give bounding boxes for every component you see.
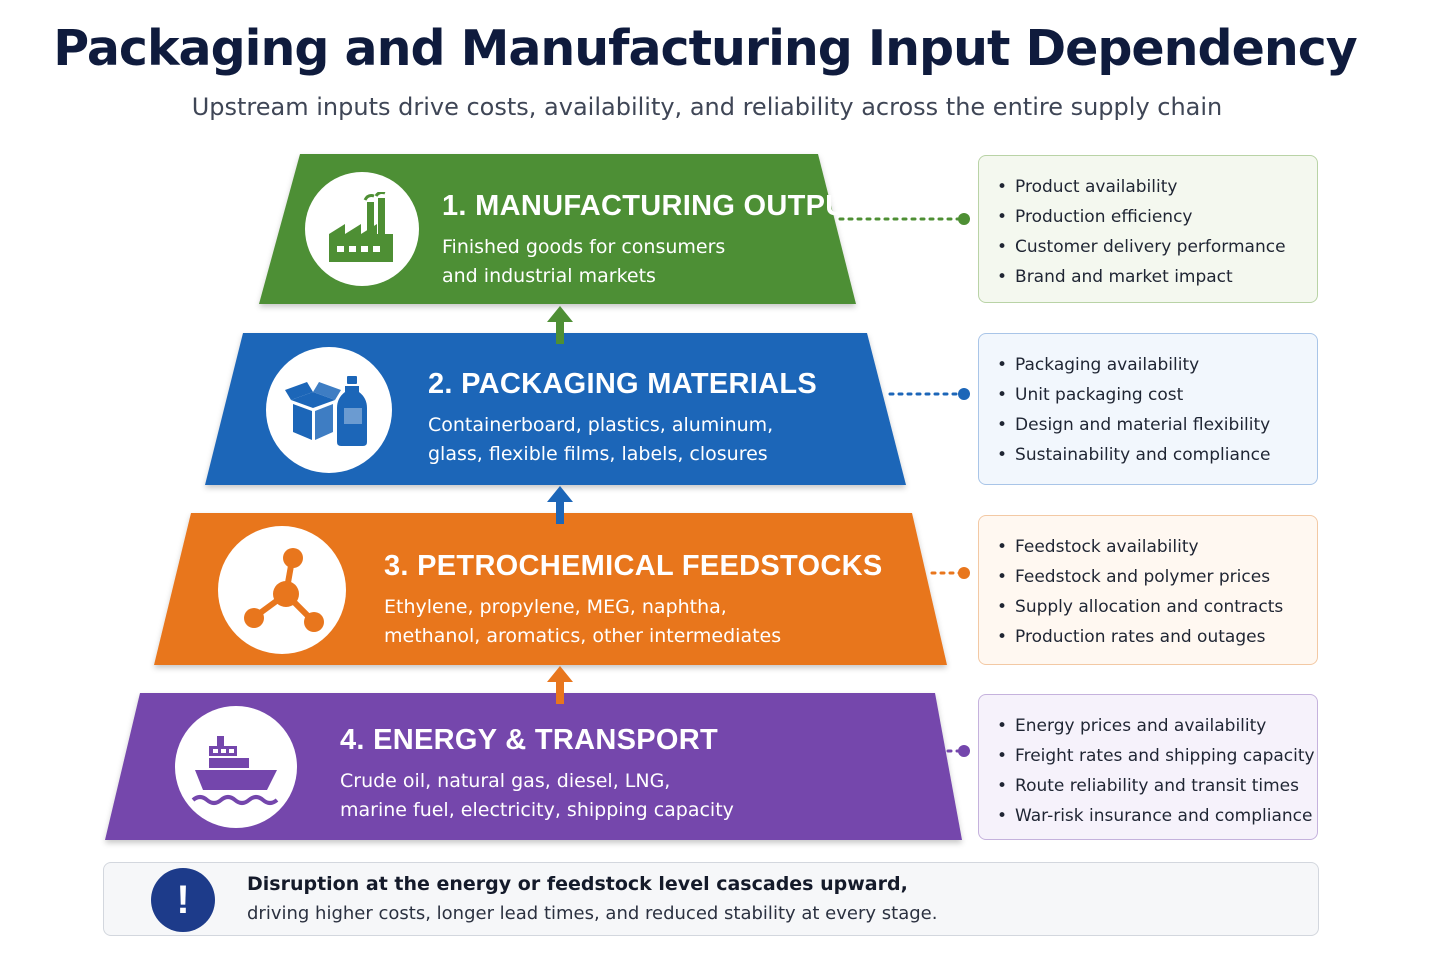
- impact-box-3: Feedstock availability Feedstock and pol…: [978, 515, 1318, 665]
- tier-1-desc-line: Finished goods for consumers: [442, 236, 726, 258]
- connector-2: [888, 388, 970, 400]
- tier-2-desc-line: glass, flexible films, labels, closures: [428, 443, 768, 465]
- tier-1-band: [259, 154, 856, 304]
- molecule-icon: [244, 548, 324, 632]
- tier-3-desc-line: methanol, aromatics, other intermediates: [384, 625, 782, 647]
- tier-3-desc-line: Ethylene, propylene, MEG, naphtha,: [384, 596, 727, 618]
- exclamation-icon: !: [151, 868, 215, 932]
- impact-item: Customer delivery performance: [997, 232, 1303, 262]
- impact-item: Production efficiency: [997, 202, 1303, 232]
- impact-item: Production rates and outages: [997, 622, 1303, 652]
- ship-icon: [191, 736, 279, 805]
- tier-1-title: 1. MANUFACTURING OUTPUT: [442, 190, 865, 222]
- tier-3-description: Ethylene, propylene, MEG, naphtha, metha…: [384, 593, 882, 651]
- disruption-callout: ! Disruption at the energy or feedstock …: [103, 862, 1319, 936]
- up-arrow-icon: [547, 306, 573, 344]
- tier-2-text: 2. PACKAGING MATERIALS Containerboard, p…: [428, 368, 817, 469]
- impact-item: Packaging availability: [997, 350, 1303, 380]
- tier-4-text: 4. ENERGY & TRANSPORT Crude oil, natural…: [340, 724, 734, 825]
- impact-item: Supply allocation and contracts: [997, 592, 1303, 622]
- connector-1: [838, 213, 970, 225]
- impact-item: Unit packaging cost: [997, 380, 1303, 410]
- page-subtitle: Upstream inputs drive costs, availabilit…: [191, 93, 1223, 121]
- tier-2-icon-circle: [266, 347, 392, 473]
- tier-1-description: Finished goods for consumers and industr…: [442, 233, 865, 291]
- impact-item: Product availability: [997, 172, 1303, 202]
- tier-3-icon-circle: [218, 526, 346, 654]
- tier-3-text: 3. PETROCHEMICAL FEEDSTOCKS Ethylene, pr…: [384, 550, 882, 651]
- impact-box-1: Product availability Production efficien…: [978, 155, 1318, 303]
- tier-4-title: 4. ENERGY & TRANSPORT: [340, 724, 718, 756]
- tier-4-description: Crude oil, natural gas, diesel, LNG, mar…: [340, 767, 734, 825]
- impact-item: Feedstock availability: [997, 532, 1303, 562]
- tier-4-band: [105, 693, 962, 840]
- page-title: Packaging and Manufacturing Input Depend…: [53, 20, 1357, 77]
- impact-item: Design and material flexibility: [997, 410, 1303, 440]
- box-bottle-icon: [285, 376, 367, 446]
- tier-3-title: 3. PETROCHEMICAL FEEDSTOCKS: [384, 550, 883, 582]
- tier-4-icon-circle: [175, 706, 297, 828]
- tier-2-desc-line: Containerboard, plastics, aluminum,: [428, 414, 774, 436]
- factory-icon: [329, 192, 393, 262]
- impact-item: Brand and market impact: [997, 262, 1303, 292]
- impact-item: Sustainability and compliance: [997, 440, 1303, 470]
- tier-2-band: [205, 333, 906, 485]
- up-arrow-icon: [547, 486, 573, 524]
- tier-4-desc-line: marine fuel, electricity, shipping capac…: [340, 799, 734, 821]
- tier-4-desc-line: Crude oil, natural gas, diesel, LNG,: [340, 770, 671, 792]
- tier-3-band: [154, 513, 947, 665]
- callout-headline: Disruption at the energy or feedstock le…: [247, 873, 908, 895]
- impact-item: Energy prices and availability: [997, 711, 1303, 741]
- impact-box-4: Energy prices and availability Freight r…: [978, 694, 1318, 840]
- tier-2-description: Containerboard, plastics, aluminum, glas…: [428, 411, 817, 469]
- callout-body: driving higher costs, longer lead times,…: [247, 903, 938, 924]
- impact-item: Freight rates and shipping capacity: [997, 741, 1315, 771]
- connector-4: [946, 745, 970, 757]
- tier-1-desc-line: and industrial markets: [442, 265, 656, 287]
- tier-2-title: 2. PACKAGING MATERIALS: [428, 368, 817, 400]
- tier-1-icon-circle: [305, 172, 419, 286]
- impact-box-2: Packaging availability Unit packaging co…: [978, 333, 1318, 485]
- connector-3: [930, 567, 970, 579]
- impact-item: War-risk insurance and compliance: [997, 801, 1312, 831]
- impact-item: Feedstock and polymer prices: [997, 562, 1303, 592]
- impact-item: Route reliability and transit times: [997, 771, 1303, 801]
- tier-1-text: 1. MANUFACTURING OUTPUT Finished goods f…: [442, 190, 865, 291]
- up-arrow-icon: [547, 666, 573, 704]
